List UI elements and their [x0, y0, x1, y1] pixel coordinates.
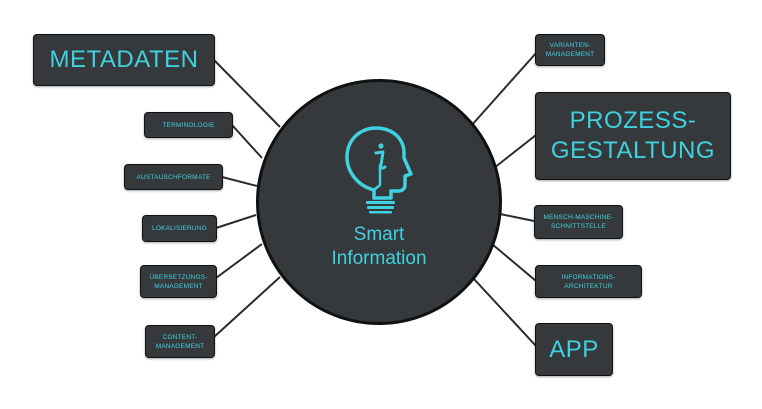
node-uebersetzung: ÜBERSETZUNGS- MANAGEMENT: [140, 265, 217, 298]
connector-informations: [491, 243, 537, 282]
connector-prozess: [493, 134, 537, 169]
node-label: INFORMATIONS- ARCHITEKTUR: [561, 273, 616, 290]
head-info-icon: [345, 126, 413, 214]
node-label: VARIANTEN- MANAGEMENT: [545, 42, 595, 58]
node-label: CONTENT- MANAGEMENT: [155, 333, 205, 350]
connector-uebersetzung: [215, 243, 263, 279]
node-label: APP: [549, 335, 599, 363]
node-prozess: PROZESS- GESTALTUNG: [535, 92, 731, 180]
node-label: MENSCH-MASCHINE- SCHNITTSTELLE: [543, 214, 614, 230]
connector-varianten: [470, 51, 538, 127]
node-informations: INFORMATIONS- ARCHITEKTUR: [535, 265, 642, 298]
connector-lokalisierung: [215, 214, 257, 229]
node-austauschformate: AUSTAUSCHFORMATE: [124, 164, 223, 190]
node-content: CONTENT- MANAGEMENT: [145, 325, 215, 358]
connector-metadaten: [213, 59, 281, 128]
connector-terminologie: [231, 124, 263, 159]
node-app: APP: [535, 323, 613, 376]
connector-austauschformate: [221, 176, 258, 187]
node-label: AUSTAUSCHFORMATE: [136, 173, 211, 181]
node-label: TERMINOLOGIE: [162, 121, 215, 129]
node-label: LOKALISIERUNG: [152, 225, 207, 232]
node-lokalisierung: LOKALISIERUNG: [142, 215, 217, 242]
node-metadaten: METADATEN: [33, 34, 215, 86]
node-label: METADATEN: [49, 46, 199, 73]
node-label: ÜBERSETZUNGS- MANAGEMENT: [149, 273, 208, 290]
connector-mensch: [499, 213, 535, 222]
hub-label: Smart Information: [331, 224, 427, 269]
node-label: PROZESS- GESTALTUNG: [550, 107, 716, 164]
connector-app: [473, 278, 537, 347]
connector-content: [213, 276, 281, 338]
node-terminologie: TERMINOLOGIE: [144, 112, 233, 138]
node-varianten: VARIANTEN- MANAGEMENT: [535, 34, 605, 66]
node-mensch: MENSCH-MASCHINE- SCHNITTSTELLE: [534, 205, 623, 239]
